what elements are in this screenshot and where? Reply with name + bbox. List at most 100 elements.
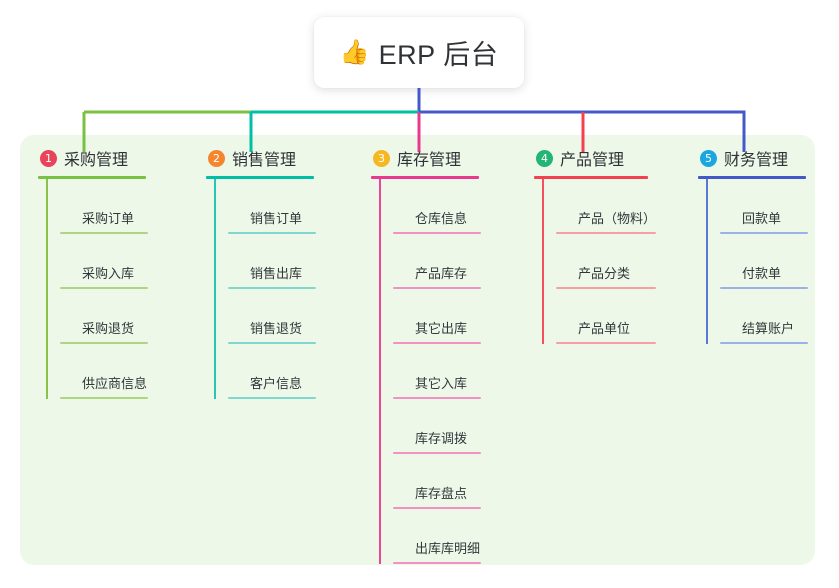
leaf-underline [556, 342, 656, 344]
column-title-3: 库存管理 [397, 152, 462, 169]
root-node-title: ERP 后台 [378, 40, 499, 70]
leaf-node[interactable]: 采购退货 [60, 289, 148, 344]
column-4: 4 产品管理产品（物料） 产品分类产品单位 [534, 146, 656, 344]
leaf-node[interactable]: 产品（物料） [556, 179, 656, 234]
leaf-node[interactable]: 产品分类 [556, 234, 656, 289]
leaf-underline [393, 232, 481, 234]
column-badge-5: 5 [700, 149, 717, 167]
leaf-label: 付款单 [742, 266, 782, 281]
leaf-node[interactable]: 库存调拨 [393, 399, 481, 454]
leaf-label: 出库库明细 [415, 541, 481, 556]
column-header-4[interactable]: 4 产品管理 [534, 146, 648, 170]
leaf-node[interactable]: 供应商信息 [60, 344, 148, 399]
leaf-node[interactable]: 出库库明细 [393, 509, 481, 564]
column-header-3[interactable]: 3 库存管理 [371, 146, 479, 170]
leaf-node[interactable]: 库存盘点 [393, 454, 481, 509]
leaf-label: 采购退货 [82, 321, 135, 336]
leaf-node[interactable]: 采购入库 [60, 234, 148, 289]
column-badge-3: 3 [373, 149, 390, 167]
branch-trunk-4 [542, 179, 544, 344]
leaf-label: 供应商信息 [82, 376, 148, 391]
column-header-2[interactable]: 2 销售管理 [206, 146, 314, 170]
leaf-node[interactable]: 结算账户 [720, 289, 808, 344]
leaf-underline [393, 452, 481, 454]
leaf-label: 销售订单 [250, 211, 303, 226]
leaf-underline [556, 232, 656, 234]
column-underline-1 [38, 176, 146, 179]
leaf-label: 产品（物料） [578, 211, 657, 226]
thumbs-up-icon: 👍 [339, 38, 370, 66]
leaf-label: 采购订单 [82, 211, 135, 226]
column-3: 3 库存管理仓库信息产品库存其它出库其它入库库存调拨库存盘点出库库明细 [371, 146, 481, 564]
leaf-underline [556, 287, 656, 289]
leaf-label: 仓库信息 [415, 211, 468, 226]
leaf-underline [60, 232, 148, 234]
leaf-node[interactable]: 其它出库 [393, 289, 481, 344]
leaf-label: 其它入库 [415, 376, 468, 391]
leaf-node[interactable]: 产品单位 [556, 289, 656, 344]
column-1: 1 采购管理采购订单采购入库采购退货供应商信息 [38, 146, 148, 399]
leaf-node[interactable]: 销售订单 [228, 179, 316, 234]
leaf-underline [720, 232, 808, 234]
leaf-node[interactable]: 产品库存 [393, 234, 481, 289]
leaf-underline [393, 397, 481, 399]
leaf-underline [228, 287, 316, 289]
branch-trunk-5 [706, 179, 708, 344]
leaf-node[interactable]: 销售出库 [228, 234, 316, 289]
column-branch-4: 产品（物料） 产品分类产品单位 [534, 179, 656, 344]
root-node-card[interactable]: 👍 ERP 后台 [314, 17, 524, 88]
leaf-node[interactable]: 销售退货 [228, 289, 316, 344]
leaf-node[interactable]: 采购订单 [60, 179, 148, 234]
leaf-underline [393, 342, 481, 344]
column-branch-1: 采购订单采购入库采购退货供应商信息 [38, 179, 148, 399]
column-header-5[interactable]: 5 财务管理 [698, 146, 806, 170]
leaf-label: 销售退货 [250, 321, 303, 336]
branch-trunk-3 [379, 179, 381, 564]
column-2: 2 销售管理销售订单销售出库销售退货客户信息 [206, 146, 316, 399]
leaf-node[interactable]: 付款单 [720, 234, 808, 289]
leaf-node[interactable]: 回款单 [720, 179, 808, 234]
branch-trunk-1 [46, 179, 48, 399]
leaf-label: 回款单 [742, 211, 782, 226]
leaf-node[interactable]: 其它入库 [393, 344, 481, 399]
leaf-underline [393, 507, 481, 509]
column-title-1: 采购管理 [64, 152, 129, 169]
column-underline-3 [371, 176, 479, 179]
column-header-1[interactable]: 1 采购管理 [38, 146, 146, 170]
leaf-label: 产品分类 [578, 266, 631, 281]
branch-trunk-2 [214, 179, 216, 399]
leaf-label: 产品库存 [415, 266, 468, 281]
column-branch-5: 回款单付款单结算账户 [698, 179, 808, 344]
leaf-label: 采购入库 [82, 266, 135, 281]
leaf-underline [393, 562, 481, 564]
leaf-label: 库存盘点 [415, 486, 468, 501]
leaf-label: 其它出库 [415, 321, 468, 336]
column-underline-2 [206, 176, 314, 179]
column-5: 5 财务管理回款单付款单结算账户 [698, 146, 808, 344]
column-underline-4 [534, 176, 648, 179]
leaf-node[interactable]: 仓库信息 [393, 179, 481, 234]
leaf-underline [720, 342, 808, 344]
column-title-4: 产品管理 [560, 152, 625, 169]
diagram-panel [20, 135, 815, 565]
leaf-underline [228, 397, 316, 399]
column-branch-3: 仓库信息产品库存其它出库其它入库库存调拨库存盘点出库库明细 [371, 179, 481, 564]
column-badge-4: 4 [536, 149, 553, 167]
leaf-label: 客户信息 [250, 376, 303, 391]
leaf-underline [393, 287, 481, 289]
leaf-underline [60, 287, 148, 289]
leaf-underline [60, 342, 148, 344]
leaf-underline [720, 287, 808, 289]
column-badge-2: 2 [208, 149, 225, 167]
leaf-underline [60, 397, 148, 399]
leaf-underline [228, 342, 316, 344]
column-branch-2: 销售订单销售出库销售退货客户信息 [206, 179, 316, 399]
leaf-node[interactable]: 客户信息 [228, 344, 316, 399]
leaf-label: 销售出库 [250, 266, 303, 281]
column-badge-1: 1 [40, 149, 57, 167]
column-title-2: 销售管理 [232, 152, 297, 169]
leaf-label: 产品单位 [578, 321, 631, 336]
column-underline-5 [698, 176, 806, 179]
leaf-label: 库存调拨 [415, 431, 468, 446]
column-title-5: 财务管理 [724, 152, 789, 169]
